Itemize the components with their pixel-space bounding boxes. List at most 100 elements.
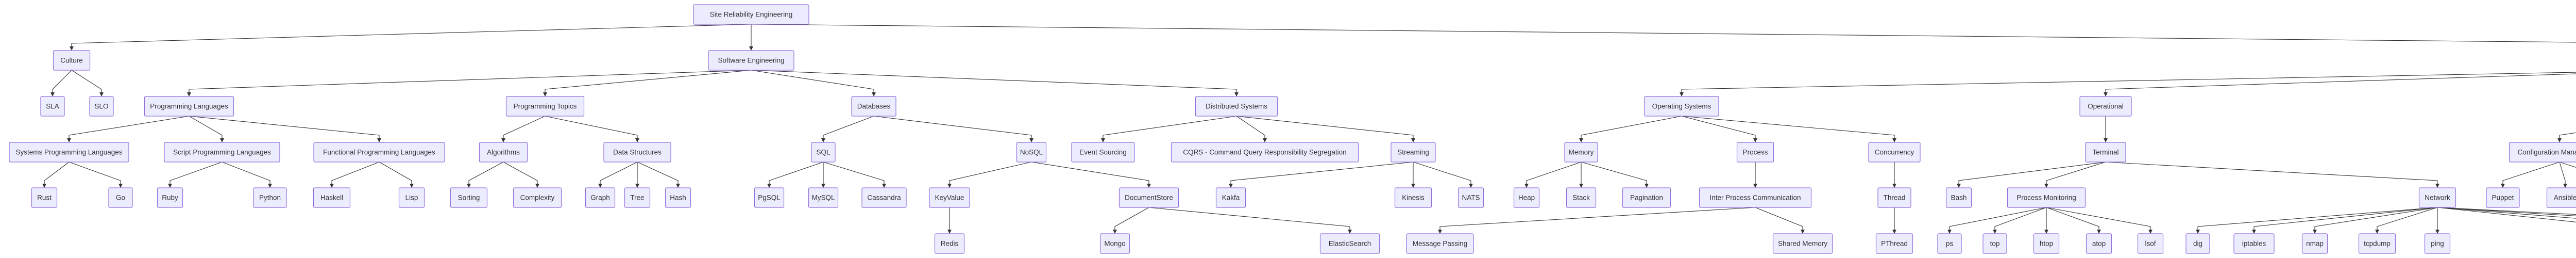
node-ping: ping: [2424, 233, 2451, 254]
node-label-stack: Stack: [1572, 194, 1590, 202]
edge-software-engineering-to-distributed-systems: [751, 70, 1239, 96]
node-thread: Thread: [1877, 187, 1911, 208]
node-label-puppet: Puppet: [2492, 194, 2514, 202]
edge-layer: [42, 24, 2576, 234]
node-shared-memory: Shared Memory: [1772, 233, 1833, 254]
edge-distributed-systems-to-streaming: [1236, 116, 1415, 142]
node-terminal: Terminal: [2085, 142, 2126, 163]
node-script-programming-languages: Script Programming Languages: [164, 142, 280, 163]
node-top: top: [1982, 233, 2007, 254]
edge-operating-systems-to-concurrency: [1681, 116, 1896, 142]
edge-programming-topics-to-algorithms: [501, 116, 546, 142]
edge-script-programming-languages-to-python: [222, 162, 272, 188]
edge-operating-systems-to-memory: [1579, 116, 1682, 142]
node-label-script-programming-languages: Script Programming Languages: [173, 149, 271, 156]
node-sla: SLA: [40, 96, 65, 117]
node-ps: ps: [1937, 233, 1962, 254]
node-label-pagination: Pagination: [1630, 194, 1663, 202]
edge-configuration-management-to-puppet: [2501, 162, 2560, 188]
edge-sql-to-mysql: [821, 162, 825, 188]
edge-functional-programming-languages-to-haskell: [330, 162, 380, 188]
node-label-ps: ps: [1946, 240, 1954, 248]
node-systems-programming-languages: Systems Programming Languages: [9, 142, 129, 163]
node-label-concurrency: Concurrency: [1875, 149, 1914, 156]
node-slo: SLO: [89, 96, 114, 117]
node-label-documentstore: DocumentStore: [1125, 194, 1173, 202]
edge-operations-to-operational: [2104, 73, 2576, 96]
node-label-pgsql: PgSQL: [758, 194, 781, 202]
edge-network-to-airodump: [2437, 207, 2576, 215]
node-complexity: Complexity: [513, 187, 562, 208]
node-documentstore: DocumentStore: [1118, 187, 1179, 208]
edge-databases-to-nosql: [873, 116, 1033, 142]
node-sorting: Sorting: [450, 187, 488, 208]
edge-programming-languages-to-script-programming-languages: [189, 116, 224, 142]
node-ansible: Ansible: [2546, 187, 2576, 208]
edge-memory-to-stack: [1579, 162, 1583, 188]
edge-network-to-mtr: [2437, 207, 2576, 222]
edge-network-to-dig: [2196, 207, 2438, 234]
node-programming-languages: Programming Languages: [144, 96, 234, 117]
edge-thread-to-pthread: [1892, 207, 1896, 234]
node-nosql: NoSQL: [1016, 142, 1047, 163]
edge-documentstore-to-elasticsearch: [1148, 207, 1352, 234]
node-label-nosql: NoSQL: [1020, 149, 1043, 156]
node-label-sre: Site Reliability Engineering: [710, 11, 793, 19]
node-algorithms: Algorithms: [479, 142, 528, 163]
node-label-graph: Graph: [590, 194, 610, 202]
edge-inter-process-communication-to-message-passing: [1438, 207, 1756, 234]
edge-keyvalue-to-redis: [947, 207, 952, 234]
node-hash: Hash: [665, 187, 691, 208]
node-label-tree: Tree: [630, 194, 644, 202]
node-label-process-monitoring: Process Monitoring: [2016, 194, 2076, 202]
node-label-atop: atop: [2092, 240, 2106, 248]
node-pthread: PThread: [1875, 233, 1913, 254]
node-label-complexity: Complexity: [520, 194, 555, 202]
edge-terminal-to-bash: [1957, 162, 2106, 188]
node-label-streaming: Streaming: [1397, 149, 1429, 156]
node-label-algorithms: Algorithms: [487, 149, 520, 156]
node-heap: Heap: [1513, 187, 1540, 208]
node-operational: Operational: [2079, 96, 2132, 117]
node-label-tcpdump: tcpdump: [2364, 240, 2391, 248]
node-cqrs: CQRS - Command Query Responsibility Segr…: [1171, 142, 1359, 163]
node-label-sorting: Sorting: [458, 194, 480, 202]
node-label-operational: Operational: [2088, 103, 2124, 110]
edge-programming-languages-to-systems-programming-languages: [67, 116, 190, 142]
node-label-pthread: PThread: [1881, 240, 1908, 248]
node-puppet: Puppet: [2486, 187, 2520, 208]
node-message-passing: Message Passing: [1406, 233, 1474, 254]
node-label-sla: SLA: [46, 103, 59, 110]
edge-software-engineering-to-programming-topics: [543, 70, 752, 96]
node-label-cqrs: CQRS - Command Query Responsibility Segr…: [1183, 149, 1346, 156]
edge-process-monitoring-to-atop: [2046, 207, 2101, 234]
node-sql: SQL: [811, 142, 836, 163]
edge-documentstore-to-mongo: [1113, 207, 1149, 234]
node-label-message-passing: Message Passing: [1413, 240, 1468, 248]
edge-sre-to-culture: [70, 24, 752, 51]
node-inter-process-communication: Inter Process Communication: [1699, 187, 1812, 208]
node-label-software-engineering: Software Engineering: [718, 57, 784, 64]
node-atop: atop: [2086, 233, 2112, 254]
edge-distributed-systems-to-event-sourcing: [1101, 116, 1237, 142]
node-streaming: Streaming: [1391, 142, 1436, 163]
node-lisp: Lisp: [398, 187, 425, 208]
node-memory: Memory: [1564, 142, 1598, 163]
node-graph: Graph: [585, 187, 616, 208]
edge-operating-systems-to-process: [1681, 116, 1757, 142]
node-ruby: Ruby: [157, 187, 183, 208]
edge-network-to-traceroute: [2437, 207, 2576, 219]
edge-streaming-to-kinesis: [1411, 162, 1415, 188]
node-label-operating-systems: Operating Systems: [1652, 103, 1711, 110]
node-operating-systems: Operating Systems: [1644, 96, 1719, 117]
edge-systems-programming-languages-to-go: [69, 162, 123, 188]
node-label-kakfa: Kakfa: [1222, 194, 1240, 202]
node-label-distributed-systems: Distributed Systems: [1206, 103, 1267, 110]
node-label-sql: SQL: [816, 149, 831, 156]
node-keyvalue: KeyValue: [929, 187, 970, 208]
node-label-htop: htop: [2040, 240, 2053, 248]
edge-memory-to-heap: [1524, 162, 1582, 188]
node-label-thread: Thread: [1884, 194, 1906, 202]
